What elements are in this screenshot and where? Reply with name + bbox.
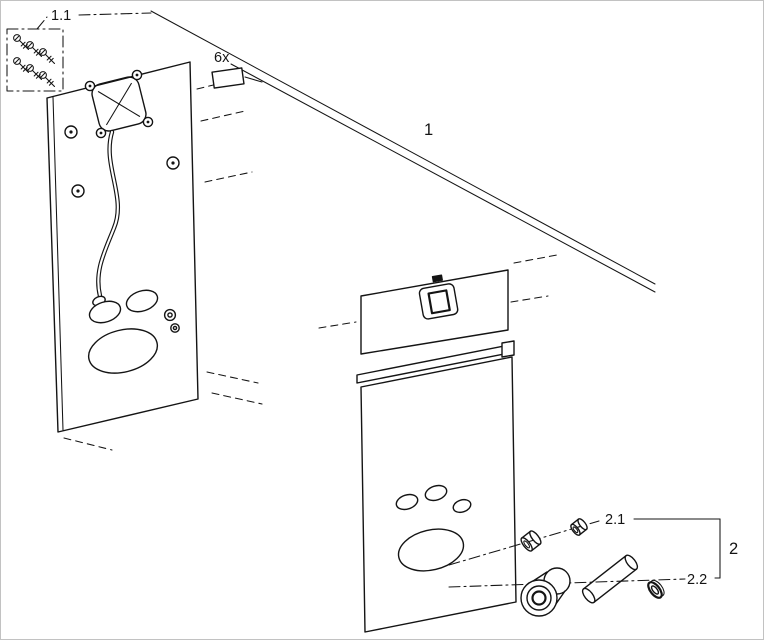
panel-cutout-oval-3: [452, 498, 472, 514]
flush-button: [418, 283, 459, 320]
screw-icon: [39, 48, 56, 65]
screw-icon: [39, 71, 56, 88]
axis-line-2-2: [448, 578, 686, 588]
frame-cutout-oval-right: [125, 289, 159, 313]
mounting-frame: [46, 61, 263, 451]
label-part-1-1: 1.1: [51, 8, 71, 24]
screw-set-outline: [6, 28, 64, 92]
profile-end-cap: [501, 340, 515, 358]
screw-icon: [26, 64, 43, 81]
screw-icon: [26, 41, 43, 58]
flush-plate: [318, 269, 549, 355]
fastener-pack: 6x: [211, 50, 263, 89]
label-assembly-2: 2: [729, 540, 738, 558]
projection-line-upper: [150, 10, 656, 285]
glass-panel: [356, 340, 517, 633]
plate-clip: [431, 274, 443, 283]
supply-cable: [92, 129, 120, 307]
panel-cutout-large: [397, 528, 465, 572]
frame-cutout-oval-left: [88, 300, 122, 324]
panel-cutout-oval-1: [395, 493, 419, 511]
screw-icon: [13, 34, 30, 51]
connection-parts: 2.1 2.2 2: [448, 512, 738, 617]
leader-line-1-1: [36, 16, 48, 30]
electrical-box: [91, 76, 147, 132]
plate-dash-right: [510, 295, 549, 303]
label-part-2-1: 2.1: [605, 512, 625, 528]
box-corner-screws: [84, 69, 154, 139]
projection-dash-segment: [513, 254, 558, 264]
panel-cutout-oval-2: [424, 484, 448, 502]
electrical-box-outline: [91, 76, 147, 132]
screw-set-group: 1.1: [6, 8, 152, 92]
frame-panel-edge: [52, 96, 64, 431]
projection-lines: [150, 10, 656, 293]
bushing-2: [570, 518, 588, 536]
alignment-dashes: [63, 78, 263, 451]
label-part-2-2: 2.2: [687, 572, 707, 588]
label-assembly-1: 1: [424, 121, 433, 139]
outlet-connector: [520, 567, 571, 617]
plate-dash-left: [318, 321, 357, 329]
fastener-leader: [244, 76, 263, 83]
screw-icon: [13, 57, 30, 74]
leader-line-1-1-horizontal: [78, 12, 152, 16]
frame-fittings: [163, 308, 180, 333]
bushing-1: [520, 530, 542, 552]
projection-line-lower: [230, 63, 656, 293]
frame-cutout-large: [87, 328, 159, 374]
seal-ring: [647, 579, 665, 599]
mounting-holes: [64, 125, 180, 198]
flush-pipe: [581, 554, 639, 604]
fastener-box: [211, 67, 245, 89]
frame-panel: [46, 61, 199, 433]
label-fastener-qty: 6x: [214, 50, 230, 66]
